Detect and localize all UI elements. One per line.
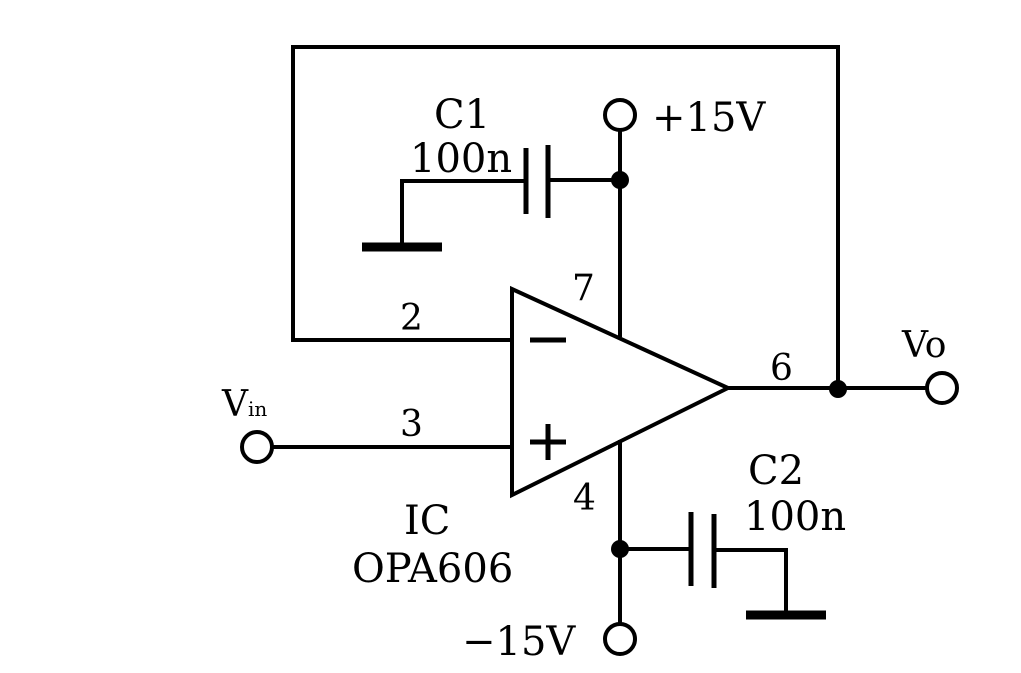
- c1-name-label: C1: [434, 92, 490, 138]
- output-terminal: [925, 371, 959, 405]
- input-signal-subscript: in: [248, 397, 267, 421]
- input-signal-main: V: [221, 384, 249, 425]
- junction-negative-supply: [611, 540, 629, 558]
- feedback-wire: [291, 45, 840, 390]
- junction-positive-supply: [611, 171, 629, 189]
- positive-supply-terminal: [603, 98, 637, 132]
- ic-part-label: OPA606: [352, 546, 513, 592]
- pin-6-label: 6: [770, 348, 793, 389]
- positive-supply-label: +15V: [652, 95, 766, 141]
- junction-output: [829, 380, 847, 398]
- c1-wire-left: [400, 179, 528, 247]
- c2-value-label: 100n: [744, 494, 846, 540]
- input-signal-label: Vin: [221, 384, 267, 425]
- negative-supply-label: −15V: [462, 619, 576, 665]
- pin-4-label: 4: [573, 478, 596, 519]
- ic-name-label: IC: [404, 498, 450, 544]
- pin-2-label: 2: [400, 298, 423, 339]
- c2-name-label: C2: [748, 448, 804, 494]
- opamp-triangle: [510, 285, 733, 499]
- pin-3-label: 3: [400, 404, 423, 445]
- negative-supply-terminal: [603, 622, 637, 656]
- c1-value-label: 100n: [410, 136, 512, 182]
- input-terminal: [240, 430, 274, 464]
- c2-wire-right: [713, 548, 788, 614]
- output-signal-label: Vo: [901, 325, 946, 366]
- pin-7-label: 7: [572, 268, 595, 309]
- non-inverting-input-sign: [530, 424, 566, 460]
